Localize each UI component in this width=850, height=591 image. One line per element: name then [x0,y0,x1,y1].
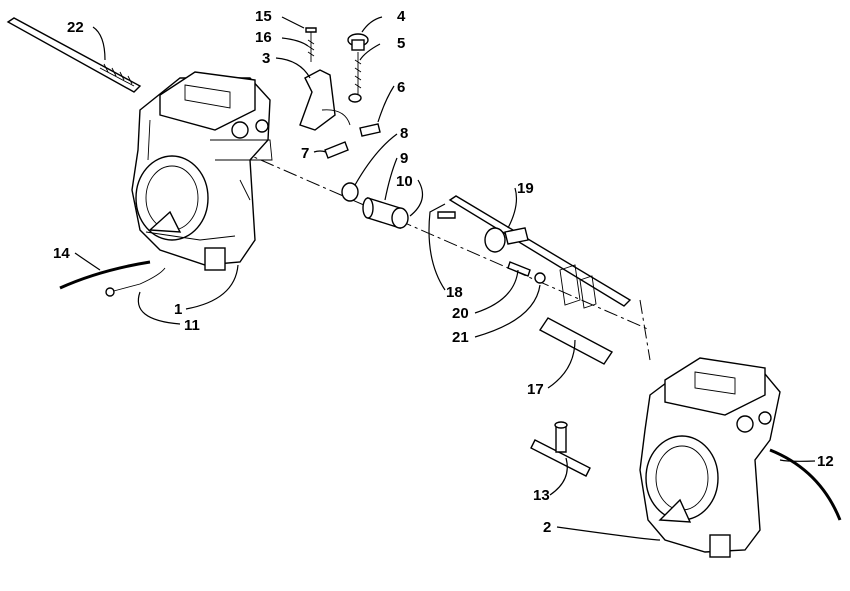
callout-15: 15 [255,8,272,25]
callout-19: 19 [517,180,534,197]
left-carburetor [131,71,273,271]
callout-16: 16 [255,29,272,46]
callout-9: 9 [400,150,408,167]
bushing [341,182,359,202]
adjuster-screw [507,261,531,277]
callout-21: 21 [452,329,469,346]
callout-5: 5 [397,35,405,52]
bracket-screw [305,27,317,62]
callout-20: 20 [452,305,469,322]
callout-22: 22 [67,19,84,36]
callout-7: 7 [301,145,309,162]
connector-tube [538,317,614,365]
leader-lines [74,16,816,541]
right-vent-hose [769,448,842,521]
throttle-shaft [448,195,632,309]
callout-18: 18 [446,284,463,301]
assembly-center-line [214,139,651,361]
callout-11: 11 [184,317,200,334]
callout-12: 12 [817,453,834,470]
lock-nut [534,272,546,284]
callout-6: 6 [397,79,405,96]
bracket-bolt [324,141,349,159]
callout-17: 17 [527,381,544,398]
callout-2: 2 [543,519,551,536]
cable-bracket [299,69,351,131]
adjuster-knob [347,33,369,103]
left-vent-hose [59,260,151,290]
callout-14: 14 [53,245,70,262]
t-fitting [530,421,591,477]
callout-10: 10 [396,173,413,190]
plate-screw [437,211,456,219]
throttle-piston [362,197,409,229]
callout-3: 3 [262,50,270,67]
lock-screw [359,123,381,137]
throttle-shaft-rod [6,17,142,93]
callout-1: 1 [174,301,182,318]
hose-clip [109,267,166,293]
callout-13: 13 [533,487,550,504]
callout-4: 4 [397,8,406,25]
right-carburetor [639,357,781,558]
callout-8: 8 [400,125,408,142]
